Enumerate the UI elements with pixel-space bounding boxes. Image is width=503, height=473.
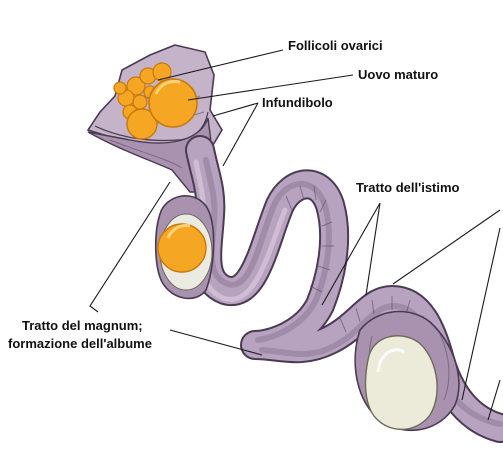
label-infundibulum: Infundibolo	[262, 95, 333, 110]
label-mature-egg: Uovo maturo	[358, 67, 438, 82]
labels: Follicoli ovarici Uovo maturo Infundibol…	[8, 38, 460, 351]
leader-right-a	[392, 209, 501, 285]
leader-mature-egg	[187, 74, 354, 101]
label-magnum-line1: Tratto del magnum;	[22, 318, 143, 333]
label-magnum-line2: formazione dell'albume	[8, 336, 152, 351]
magnum-texture	[285, 185, 433, 345]
label-isthmus: Tratto dell'istimo	[356, 180, 460, 195]
label-follicles: Follicoli ovarici	[288, 38, 383, 53]
leader-isthmus-a	[365, 202, 381, 296]
leader-right-c	[487, 379, 501, 421]
leader-right-b	[461, 227, 501, 401]
leader-magnum-a	[89, 181, 171, 313]
leader-infundibulum-b	[222, 102, 259, 167]
leader-isthmus-b	[321, 202, 381, 306]
leader-follicles	[157, 49, 284, 81]
leader-magnum-b	[169, 329, 263, 356]
leader-lines	[89, 49, 501, 421]
mature-egg	[148, 78, 198, 128]
shelled-egg	[364, 335, 438, 430]
leader-infundibulum-a	[212, 102, 259, 117]
ovarian-follicles	[113, 62, 172, 140]
magnum-egg	[154, 195, 215, 300]
